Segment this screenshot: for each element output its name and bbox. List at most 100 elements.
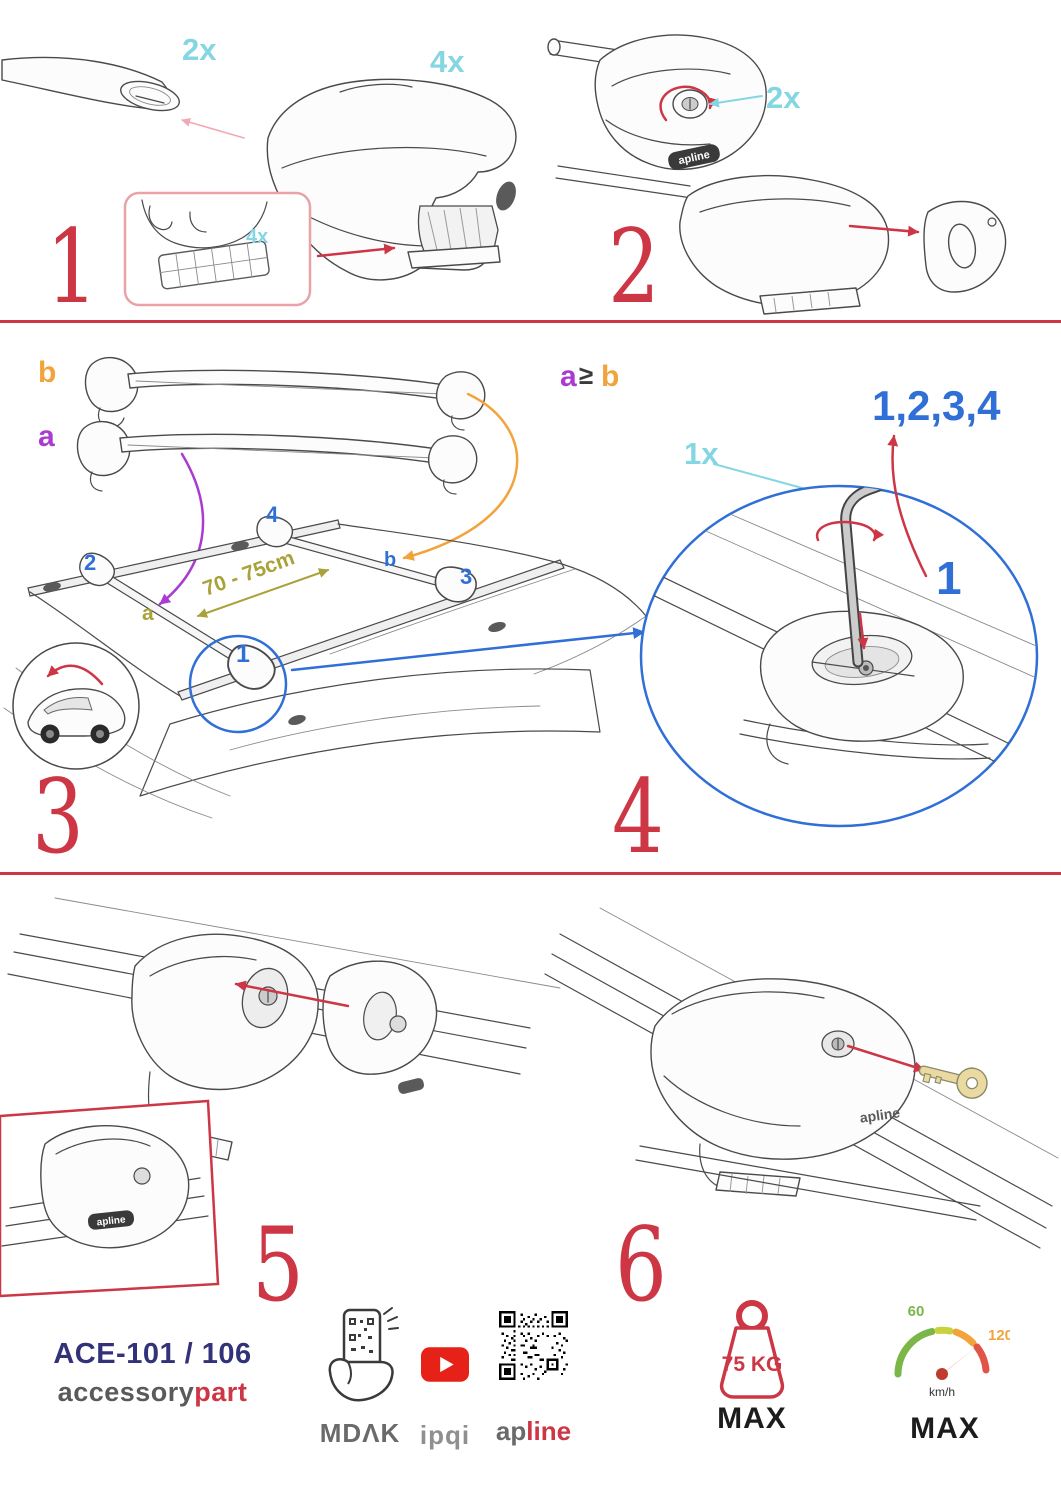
brand-logo: accessorypart bbox=[35, 1377, 270, 1408]
speed-high-label: 120 bbox=[988, 1327, 1010, 1344]
step-4-number: 4 bbox=[612, 757, 664, 872]
step-3: b a bbox=[3, 356, 647, 872]
apline-logo-red: line bbox=[526, 1416, 572, 1446]
lock-callout-line bbox=[709, 95, 763, 108]
step-6-number: 6 bbox=[615, 1205, 667, 1306]
steps-3-4-panel: b a bbox=[3, 356, 1039, 872]
svg-text:3: 3 bbox=[32, 757, 84, 872]
detail-callout-arrow bbox=[290, 627, 646, 672]
speed-max-label: MAX bbox=[910, 1412, 980, 1445]
apline-logo: apline bbox=[486, 1416, 581, 1447]
dimension-arrow bbox=[197, 568, 329, 618]
brand-logo-gray: accessory bbox=[57, 1377, 195, 1407]
crossbar-b-illustration bbox=[84, 357, 486, 431]
weight-limit-icon: 75 KG bbox=[719, 1300, 785, 1399]
qr-code bbox=[499, 1311, 568, 1380]
steps-1-2-panel: 2x 4x 4x bbox=[1, 32, 1007, 322]
weight-max-label: MAX bbox=[717, 1402, 787, 1435]
product-identity: ACE-101 / 106 accessorypart bbox=[35, 1338, 270, 1408]
weight-limit-value: 75 KG bbox=[722, 1353, 783, 1376]
rubber-pad bbox=[157, 240, 270, 290]
locked-foot-illustration: apline bbox=[547, 34, 767, 171]
youtube-icon bbox=[421, 1347, 469, 1382]
brand-badge: apline bbox=[87, 1210, 135, 1230]
condition-b: b bbox=[601, 360, 619, 393]
position-4-label: 4 bbox=[266, 502, 279, 527]
step-1: 2x 4x 4x bbox=[1, 32, 517, 322]
grip-patch bbox=[397, 1078, 425, 1094]
forward-direction-arrow bbox=[46, 664, 104, 686]
bar-a-label: a bbox=[38, 420, 55, 453]
svg-text:5: 5 bbox=[252, 1205, 304, 1306]
clamp-foot-illustration bbox=[266, 78, 517, 281]
speedometer-icon: 60 120 km/h bbox=[894, 1303, 1010, 1399]
speed-unit-label: km/h bbox=[929, 1385, 955, 1399]
step-2: apline 2x 2 bbox=[547, 34, 1007, 322]
pad-install-arrow bbox=[316, 243, 396, 258]
rubber-pad-inset: 4x bbox=[123, 191, 312, 307]
allen-key bbox=[840, 486, 896, 668]
fixpoint-pod bbox=[488, 622, 506, 632]
repeat-sequence-arrow bbox=[887, 434, 928, 578]
step-3-number: 3 bbox=[32, 757, 84, 872]
condition-label: a ≥ b bbox=[560, 360, 619, 393]
fixpoint-pod bbox=[288, 715, 306, 725]
speedometer-needle bbox=[939, 1346, 977, 1377]
endcap-install-arrow bbox=[848, 224, 920, 237]
step-4: a ≥ b 1,2,3,4 1x bbox=[560, 360, 1039, 872]
footer: ACE-101 / 106 accessorypart MDΛK ipqi bbox=[0, 1298, 1061, 1500]
brand-badge: apline bbox=[668, 144, 720, 170]
condition-a: a bbox=[560, 360, 577, 393]
pad-quantity-label: 4x bbox=[246, 226, 268, 248]
position-2-label: 2 bbox=[84, 550, 96, 575]
crossbar-a-illustration bbox=[76, 421, 478, 495]
tip-a-label: a bbox=[142, 602, 154, 625]
section-divider-2 bbox=[0, 872, 1061, 875]
foot-endcap-assembly bbox=[555, 165, 1007, 315]
key-insert-arrow bbox=[846, 1044, 926, 1073]
step-5: apline 5 bbox=[0, 897, 561, 1306]
position-3-label: 3 bbox=[460, 564, 472, 589]
lock-quantity-label: 2x bbox=[766, 80, 801, 115]
cover-slide-arrow bbox=[234, 980, 350, 1008]
crossbar-illustration bbox=[1, 56, 180, 112]
svg-text:1: 1 bbox=[46, 207, 98, 322]
tip-b-label: b bbox=[384, 549, 396, 571]
mdak-logo: MDΛK bbox=[319, 1418, 401, 1448]
grip-patch bbox=[496, 181, 516, 211]
cover-piece-illustration bbox=[322, 960, 438, 1094]
foot-quantity-label: 4x bbox=[430, 44, 465, 79]
lock-key bbox=[918, 1065, 988, 1099]
model-number: ACE-101 / 106 bbox=[53, 1338, 252, 1370]
endcap-pointer-arrow bbox=[181, 117, 245, 139]
bar-b-label: b bbox=[38, 356, 56, 389]
brand-badge: apline bbox=[859, 1104, 901, 1126]
tightening-sequence-label: 1,2,3,4 bbox=[872, 382, 1001, 429]
mounted-bar-b bbox=[256, 515, 477, 603]
speed-low-label: 60 bbox=[908, 1303, 925, 1320]
step-one-label: 1 bbox=[936, 552, 962, 604]
bolt-arrow bbox=[857, 612, 869, 650]
step-2-number: 2 bbox=[608, 207, 660, 322]
key-rotation-arrow bbox=[815, 520, 885, 542]
svg-text:4: 4 bbox=[612, 757, 664, 872]
svg-text:2: 2 bbox=[608, 207, 660, 322]
fixpoint-pod bbox=[231, 541, 249, 551]
steps-5-6-panel: apline 5 apline bbox=[0, 897, 1059, 1306]
fixpoint-pod bbox=[43, 582, 61, 592]
svg-text:6: 6 bbox=[615, 1205, 667, 1306]
locked-foot-illustration: apline bbox=[635, 978, 981, 1221]
phone-qr-scan-icon bbox=[328, 1307, 399, 1402]
detail-callout-circle bbox=[188, 634, 288, 734]
section-divider-1 bbox=[0, 320, 1061, 323]
bar-quantity-label: 2x bbox=[182, 32, 217, 67]
step-5-number: 5 bbox=[252, 1205, 304, 1306]
svg-text:apline: apline bbox=[96, 1214, 126, 1228]
brand-logo-red: part bbox=[194, 1377, 248, 1407]
bar-a-position-arrow bbox=[158, 452, 205, 606]
locked-result-inset: apline bbox=[0, 1099, 220, 1298]
tool-quantity-label: 1x bbox=[684, 436, 719, 471]
apline-logo-gray: ap bbox=[495, 1416, 527, 1446]
detail-zoom-content bbox=[641, 486, 1037, 765]
